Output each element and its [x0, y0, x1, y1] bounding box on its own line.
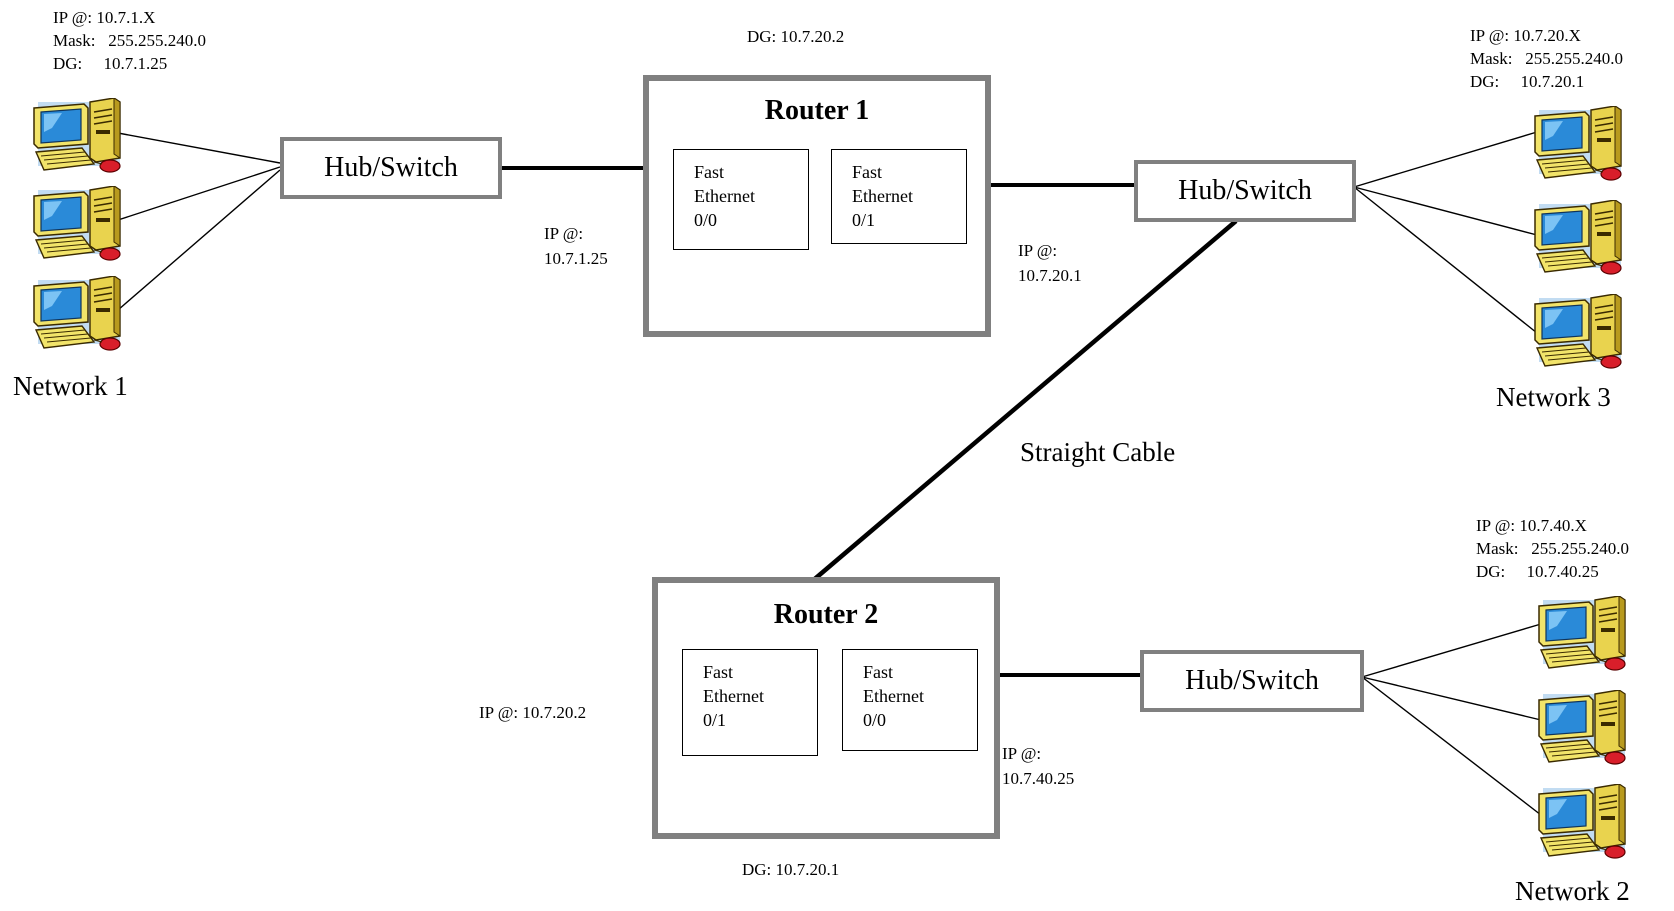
computer-icon[interactable]: [32, 98, 126, 174]
computer-icon[interactable]: [1537, 596, 1631, 672]
router1-port-fe00[interactable]: Fast Ethernet 0/0: [673, 149, 809, 250]
pc-link: [1361, 676, 1542, 721]
router2-port-fe01[interactable]: Fast Ethernet 0/1: [682, 649, 818, 756]
computer-icon[interactable]: [32, 276, 126, 352]
network3-ip: IP @: 10.7.20.X: [1470, 26, 1581, 45]
network2-mask: Mask: 255.255.240.0: [1476, 539, 1629, 558]
pc-link: [1361, 623, 1542, 678]
router2-dg: DG: 10.7.20.1: [742, 860, 840, 879]
hub-switch-2-label: Hub/Switch: [1185, 665, 1319, 696]
pc-link: [117, 169, 281, 311]
router2-ip-right: IP @: 10.7.40.25: [1002, 744, 1075, 788]
pc-link: [1361, 676, 1542, 816]
network3-label: Network 3: [1496, 382, 1611, 412]
hub-switch-3-label: Hub/Switch: [1178, 175, 1312, 206]
pc-link: [117, 166, 281, 221]
router1-title: Router 1: [764, 95, 870, 126]
computer-icon[interactable]: [1533, 106, 1627, 182]
computer-icon[interactable]: [1533, 200, 1627, 276]
pc-link: [1353, 186, 1538, 236]
pc-link: [117, 132, 281, 164]
router-1[interactable]: Router 1 Fast Ethernet 0/0 Fast Ethernet…: [643, 75, 991, 337]
straight-cable-label: Straight Cable: [1020, 437, 1176, 467]
network1-config: IP @: 10.7.1.X Mask: 255.255.240.0 DG: 1…: [53, 6, 206, 75]
network3-config: IP @: 10.7.20.X Mask: 255.255.240.0 DG: …: [1470, 24, 1623, 93]
computer-icon[interactable]: [1537, 690, 1631, 766]
router-2[interactable]: Router 2 Fast Ethernet 0/1 Fast Ethernet…: [652, 577, 1000, 839]
hub-switch-2[interactable]: Hub/Switch: [1140, 650, 1364, 712]
network1-label: Network 1: [13, 371, 128, 401]
hub-switch-3[interactable]: Hub/Switch: [1134, 160, 1356, 222]
network2-dg: DG: 10.7.40.25: [1476, 562, 1599, 581]
straight-cable: [735, 219, 1238, 647]
router2-ip-left: IP @: 10.7.20.2: [479, 703, 587, 722]
router1-port-fe01[interactable]: Fast Ethernet 0/1: [831, 149, 967, 244]
computer-icon[interactable]: [1533, 294, 1627, 370]
router1-dg: DG: 10.7.20.2: [747, 27, 845, 46]
computer-icon[interactable]: [32, 186, 126, 262]
router2-port-fe00[interactable]: Fast Ethernet 0/0: [842, 649, 978, 751]
network1-ip: IP @: 10.7.1.X: [53, 8, 156, 27]
network2-ip: IP @: 10.7.40.X: [1476, 516, 1587, 535]
network3-mask: Mask: 255.255.240.0: [1470, 49, 1623, 68]
pc-link: [1353, 131, 1538, 188]
router1-ip-left: IP @: 10.7.1.25: [544, 224, 608, 268]
network2-config: IP @: 10.7.40.X Mask: 255.255.240.0 DG: …: [1476, 514, 1629, 583]
hub-switch-1[interactable]: Hub/Switch: [280, 137, 502, 199]
pc-link: [1353, 186, 1538, 334]
router1-ip-right: IP @: 10.7.20.1: [1018, 241, 1082, 285]
network2-label: Network 2: [1515, 876, 1630, 906]
hub-switch-1-label: Hub/Switch: [324, 152, 458, 183]
router2-title: Router 2: [773, 599, 879, 630]
network1-mask: Mask: 255.255.240.0: [53, 31, 206, 50]
computer-icon[interactable]: [1537, 784, 1631, 860]
network3-dg: DG: 10.7.20.1: [1470, 72, 1585, 91]
network1-dg: DG: 10.7.1.25: [53, 54, 168, 73]
